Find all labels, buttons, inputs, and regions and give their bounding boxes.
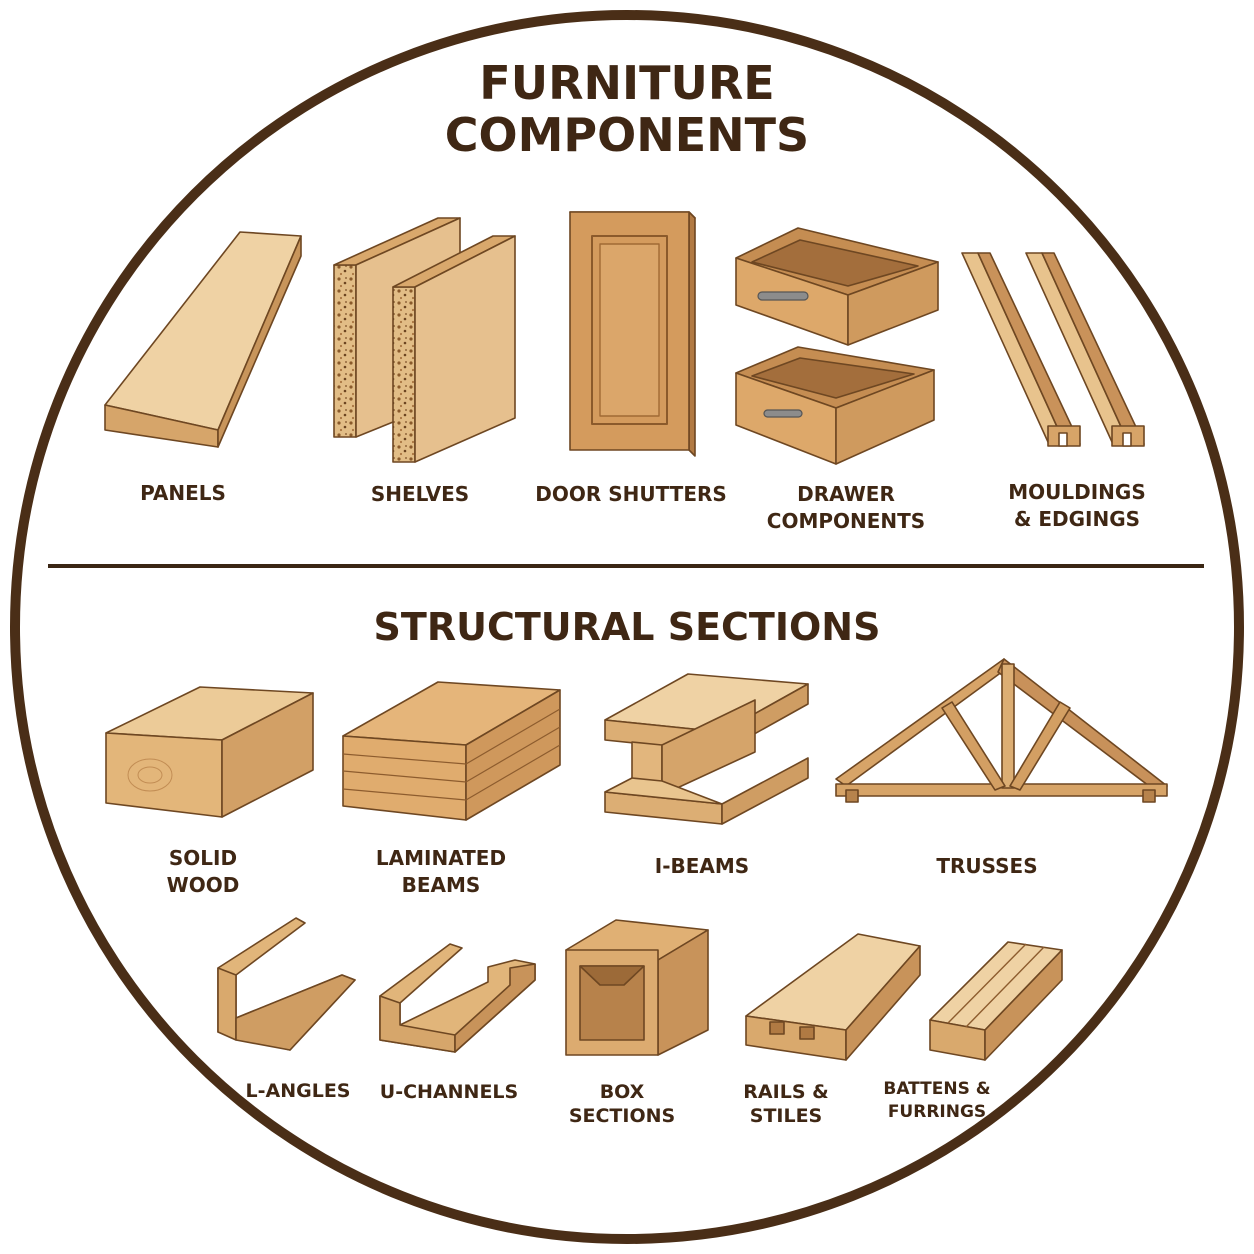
- label-i-beams: I-BEAMS: [654, 854, 750, 878]
- label-rails-stiles: RAILS & STILES: [743, 1081, 829, 1127]
- label-panels: PANELS: [140, 481, 226, 505]
- i-beam-icon: [604, 673, 809, 825]
- label-battens-furrings: BATTENS & FURRINGS: [883, 1079, 991, 1122]
- batten-icon: [929, 941, 1063, 1061]
- label-laminated-beams: LAMINATED BEAMS: [375, 846, 507, 897]
- label-drawer-components: DRAWER COMPONENTS: [766, 482, 926, 533]
- moulding-icon: [961, 252, 1145, 447]
- structural-sections-title: STRUCTURAL SECTIONS: [373, 605, 881, 649]
- shelves-icon: [333, 217, 516, 463]
- l-angle-icon: [217, 917, 356, 1051]
- u-channel-icon: [379, 943, 536, 1053]
- box-section-icon: [565, 919, 709, 1056]
- rail-stile-icon: [745, 933, 921, 1061]
- label-door-shutters: DOOR SHUTTERS: [535, 482, 727, 506]
- truss-icon: [835, 658, 1168, 803]
- panel-icon: [104, 231, 302, 448]
- title-line-2: COMPONENTS: [444, 107, 810, 162]
- door-shutter-icon: [569, 211, 696, 457]
- label-shelves: SHELVES: [370, 482, 470, 506]
- label-box-sections: BOX SECTIONS: [568, 1081, 676, 1127]
- label-mouldings-edgings: MOULDINGS & EDGINGS: [1008, 480, 1146, 531]
- label-u-channels: U-CHANNELS: [379, 1081, 519, 1103]
- laminated-beam-icon: [342, 681, 561, 821]
- drawer-icon: [735, 227, 939, 465]
- title-line-1: FURNITURE: [479, 56, 775, 110]
- label-l-angles: L-ANGLES: [245, 1080, 351, 1102]
- furniture-components-title: FURNITURE COMPONENTS: [0, 56, 1254, 162]
- label-solid-wood: SOLID WOOD: [166, 846, 240, 897]
- outer-circle-border: [10, 10, 1244, 1244]
- solid-wood-icon: [105, 686, 314, 818]
- label-trusses: TRUSSES: [936, 854, 1038, 878]
